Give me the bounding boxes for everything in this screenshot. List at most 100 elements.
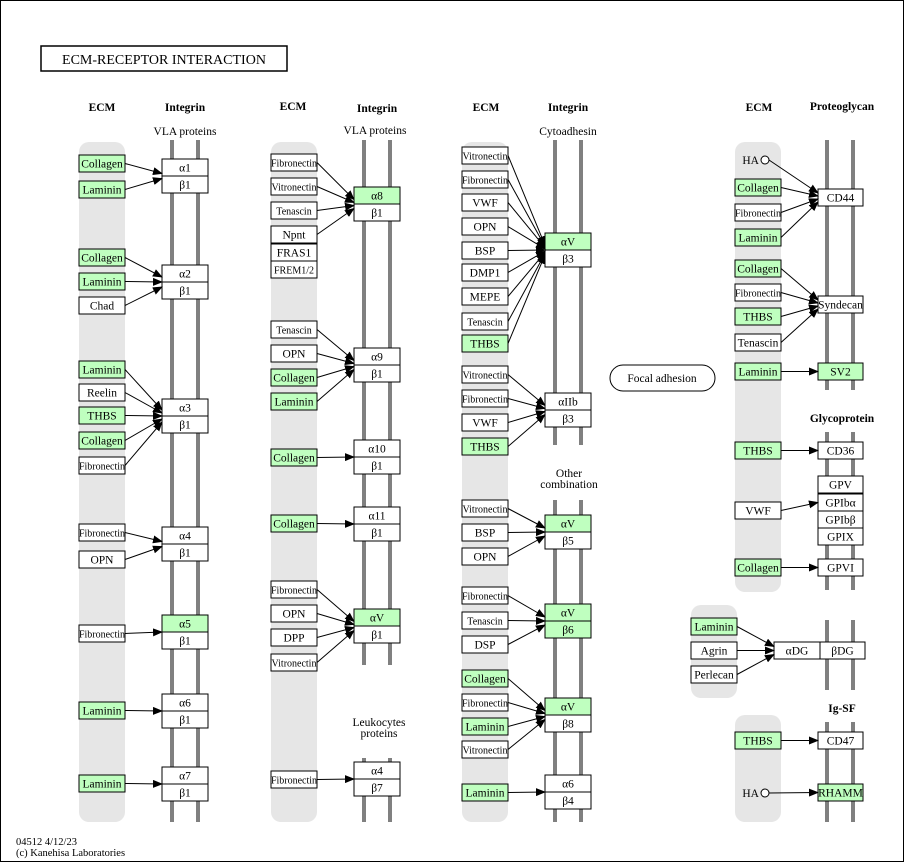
header-ecm-2: ECM (280, 101, 307, 113)
ligand-ha[interactable]: HA (742, 788, 759, 800)
integrin-alphaiib-subunit-label: αIIb (558, 397, 578, 409)
integrin-beta7-subunit-label: β7 (371, 783, 383, 795)
integrin-alpha10-subunit-label: α10 (368, 444, 386, 456)
ligand-collagen-label: Collagen (464, 674, 506, 686)
integrin-beta1-subunit-label: β1 (371, 528, 383, 540)
ligand-opn-label: OPN (282, 609, 306, 621)
receptor-betadg-label: βDG (831, 646, 853, 658)
interaction-arrow (124, 421, 163, 466)
integrin-alpha7-subunit-label: α7 (179, 771, 191, 783)
integrin-alphav-subunit-label: αV (561, 237, 576, 249)
interaction-arrow (507, 624, 546, 645)
interaction-arrow (780, 187, 819, 198)
ligand-vitronectin-label: Vitronectin (463, 152, 508, 163)
interaction-arrow (507, 252, 546, 322)
integrin-beta1-subunit[interactable] (353, 523, 401, 542)
ligand-thbs-label: THBS (470, 442, 499, 454)
ligand-dmp1-label: DMP1 (470, 268, 501, 280)
integrin-alpha1-subunit-label: α1 (179, 163, 191, 175)
integrin-beta3-subunit-label: β3 (562, 414, 574, 426)
integrin-beta1-subunit[interactable] (161, 631, 209, 650)
interaction-arrow (507, 788, 546, 797)
ligand-ha[interactable]: HA (742, 155, 759, 167)
ligand-laminin-label: Laminin (83, 365, 122, 377)
receptor-gpv-label: GPV (829, 480, 853, 492)
ligand-collagen-label: Collagen (81, 253, 123, 265)
ligand-thbs-label: THBS (743, 446, 772, 458)
ligand-frem1-2[interactable] (270, 260, 318, 279)
header-ecm-3: ECM (473, 102, 500, 114)
interaction-arrow (316, 519, 355, 528)
header-leukocytes: Leukocytes (352, 717, 406, 729)
integrin-beta1-subunit-label: β1 (371, 630, 383, 642)
receptor-gpix[interactable] (817, 527, 864, 546)
ligand-fibronectin-label: Fibronectin (79, 462, 125, 473)
integrin-beta1-subunit-label: β1 (179, 636, 191, 648)
interaction-arrow (124, 418, 163, 441)
ligand-fibronectin-label: Fibronectin (271, 159, 317, 170)
interaction-arrow (316, 186, 355, 203)
interaction-arrow (316, 613, 355, 626)
ligand-reelin-label: Reelin (87, 388, 117, 400)
integrin-beta4-subunit[interactable] (544, 791, 592, 810)
integrin-beta1-subunit-label: β1 (179, 286, 191, 298)
receptor-cd47-label: CD47 (827, 736, 855, 748)
ligand-fibronectin-label: Fibronectin (462, 395, 508, 406)
integrin-beta1-subunit[interactable] (161, 710, 209, 729)
interaction-arrow (124, 177, 163, 190)
integrin-beta7-subunit[interactable] (353, 778, 401, 797)
interaction-arrow (507, 702, 546, 715)
interaction-arrow (507, 374, 546, 407)
interaction-arrow (124, 286, 163, 306)
ligand-opn-label: OPN (473, 552, 497, 564)
ligand-fibronectin-label: Fibronectin (462, 592, 508, 603)
integrin-alpha4-subunit-label: α4 (179, 531, 191, 543)
header-ecm-4: ECM (746, 102, 773, 114)
interaction-arrow (124, 369, 163, 411)
ligand-opn-label: OPN (90, 555, 114, 567)
interaction-arrow (507, 718, 546, 750)
ligand-vitronectin-label: Vitronectin (463, 505, 508, 516)
interaction-arrow (780, 198, 819, 213)
receptor-syndecan[interactable] (817, 295, 864, 314)
receptor-cd44-label: CD44 (827, 193, 855, 205)
ligand-collagen-label: Collagen (273, 519, 315, 531)
interaction-arrow (780, 292, 819, 305)
interaction-arrow (507, 714, 546, 727)
receptor-betadg[interactable] (819, 641, 866, 660)
ligand-fibronectin-label: Fibronectin (462, 699, 508, 710)
integrin-beta1-subunit[interactable] (353, 456, 401, 475)
integrin-beta8-subunit-label: β8 (562, 719, 574, 731)
integrin-beta1-subunit-label: β1 (371, 461, 383, 473)
ligand-vitronectin-label: Vitronectin (463, 746, 508, 757)
header-integrin-3: Integrin (548, 102, 589, 114)
ligand-frem1-2-label: FREM1/2 (274, 266, 314, 277)
ligand-thbs-label: THBS (743, 312, 772, 324)
interaction-arrow (316, 453, 355, 462)
integrin-alpha5-subunit-label: α5 (179, 619, 191, 631)
interaction-arrow (316, 629, 355, 663)
integrin-beta1-subunit[interactable] (161, 783, 209, 802)
header-vla-2: VLA proteins (344, 125, 407, 137)
receptor-gpvi-label: GPVI (827, 563, 854, 575)
ligand-collagen-label: Collagen (273, 453, 315, 465)
integrin-beta5-subunit-label: β5 (562, 536, 574, 548)
interaction-arrow (124, 411, 163, 420)
interaction-arrow (316, 368, 355, 402)
interaction-arrow (768, 159, 819, 194)
interaction-arrow (124, 532, 163, 544)
integrin-beta6-subunit-label: β6 (562, 625, 574, 637)
interaction-arrow (736, 626, 775, 647)
header-igsf: Ig-SF (828, 703, 855, 715)
ligand-vitronectin-label: Vitronectin (463, 371, 508, 382)
interaction-arrow (316, 202, 355, 211)
ligand-fibronectin-label: Fibronectin (271, 776, 317, 787)
receptor-sv2-label: SV2 (830, 367, 851, 379)
focal-adhesion-label: Focal adhesion (627, 373, 697, 385)
interaction-arrow (507, 595, 546, 618)
focal-adhesion-link[interactable] (609, 364, 716, 392)
receptor-gpv[interactable] (817, 475, 864, 494)
ligand-fibronectin-label: Fibronectin (735, 209, 781, 220)
integrin-alphav-subunit-label: αV (370, 613, 385, 625)
